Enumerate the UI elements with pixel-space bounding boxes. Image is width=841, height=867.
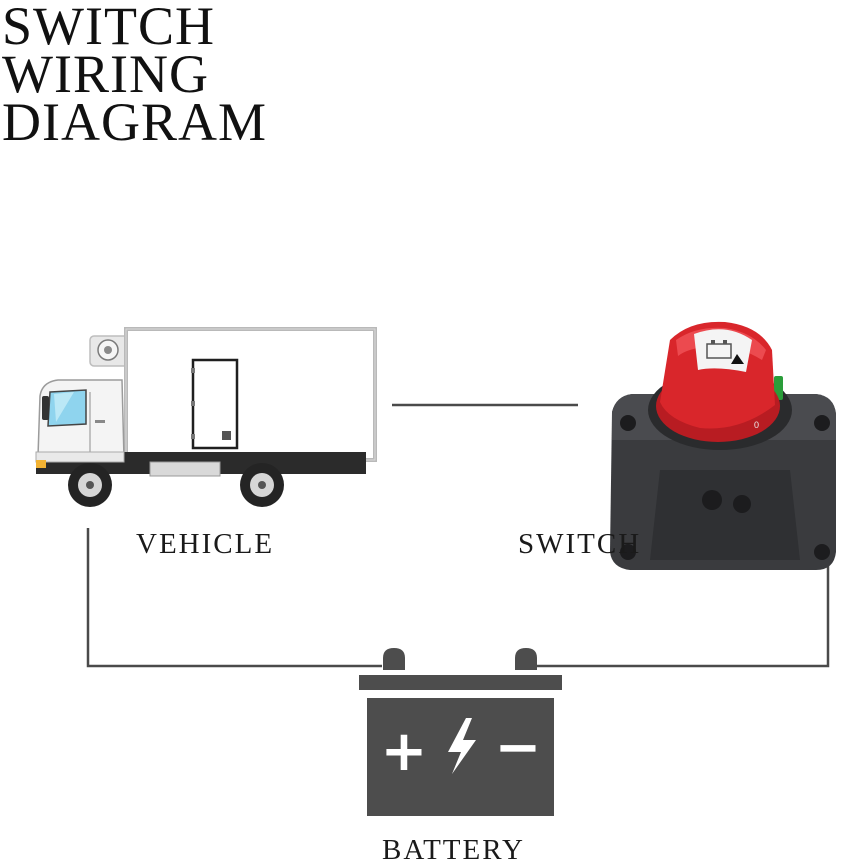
switch-label: SWITCH bbox=[518, 528, 642, 560]
battery-switch-icon: 0 bbox=[610, 321, 836, 570]
diagram-title: SWITCH WIRING DIAGRAM bbox=[2, 0, 268, 152]
title-line-3: DIAGRAM bbox=[2, 92, 268, 152]
battery-symbols: + − bbox=[381, 715, 542, 784]
wire-vehicle-to-battery bbox=[86, 528, 382, 668]
svg-text:0: 0 bbox=[754, 420, 759, 430]
truck-icon bbox=[35, 327, 377, 507]
battery-label: BATTERY bbox=[382, 834, 525, 866]
title-line-1: SWITCH bbox=[2, 0, 215, 56]
battery-positive-symbol: + bbox=[381, 719, 428, 784]
battery-negative-symbol: − bbox=[495, 715, 542, 780]
title-line-2: WIRING bbox=[2, 44, 209, 104]
vehicle-label: VEHICLE bbox=[136, 528, 275, 560]
lightning-bolt-icon bbox=[448, 718, 476, 774]
wires bbox=[86, 403, 830, 668]
wire-switch-to-battery bbox=[536, 528, 830, 668]
